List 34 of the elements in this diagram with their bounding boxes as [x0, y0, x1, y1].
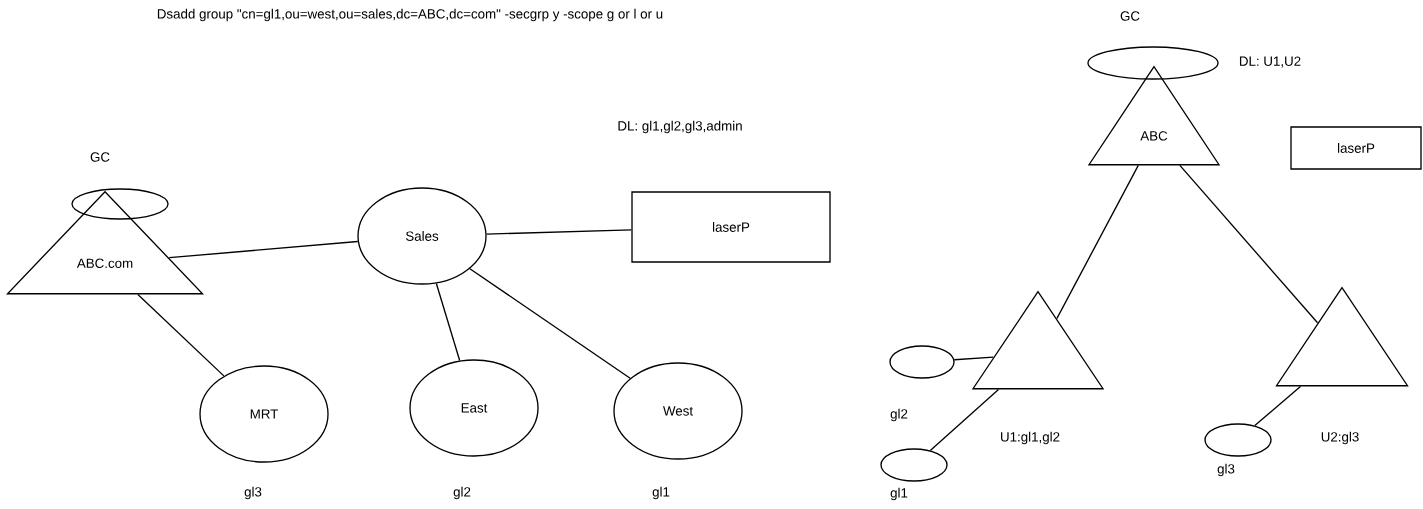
distribution-list-label: DL: U1,U2	[1239, 56, 1301, 68]
node-caption: gl3	[244, 486, 262, 500]
ellipse-node	[1087, 46, 1219, 80]
connector-line	[435, 282, 461, 362]
distribution-list-label: DL: gl1,gl2,gl3,admin	[618, 120, 742, 134]
node-caption: gl1	[890, 487, 908, 501]
connector-line	[469, 268, 631, 379]
connector-line	[929, 388, 1000, 452]
connector-line	[1056, 164, 1139, 320]
ellipse-node: West	[613, 362, 743, 460]
ellipse-node	[889, 345, 955, 379]
ellipse-node	[1204, 423, 1272, 457]
node-caption: gl2	[453, 486, 471, 500]
node-caption: gl2	[890, 408, 908, 422]
connector-line	[137, 293, 225, 377]
node-caption: U1:gl1,gl2	[1001, 431, 1060, 445]
printer-box: laserP	[1290, 126, 1422, 170]
connector-line	[953, 356, 994, 361]
node-caption: gl3	[1217, 463, 1235, 477]
printer-box: laserP	[631, 191, 831, 263]
ellipse-node: MRT	[199, 365, 329, 463]
node-caption: GC	[90, 152, 110, 162]
connector-line	[1254, 385, 1302, 427]
node-caption: GC	[1120, 11, 1140, 21]
node-caption: gl1	[652, 486, 670, 500]
command-text: Dsadd group "cn=gl1,ou=west,ou=sales,dc=ABC,dc=com" -secgrp y -scope g or l or u	[157, 8, 663, 22]
node-caption: U2:gl3	[1321, 431, 1359, 445]
connector-line	[485, 229, 632, 235]
connector-line	[168, 240, 359, 259]
connector-line	[1179, 164, 1319, 324]
ellipse-node	[880, 448, 948, 482]
ellipse-node: East	[409, 359, 539, 457]
ellipse-node	[71, 188, 169, 220]
ellipse-node: Sales	[357, 187, 487, 285]
